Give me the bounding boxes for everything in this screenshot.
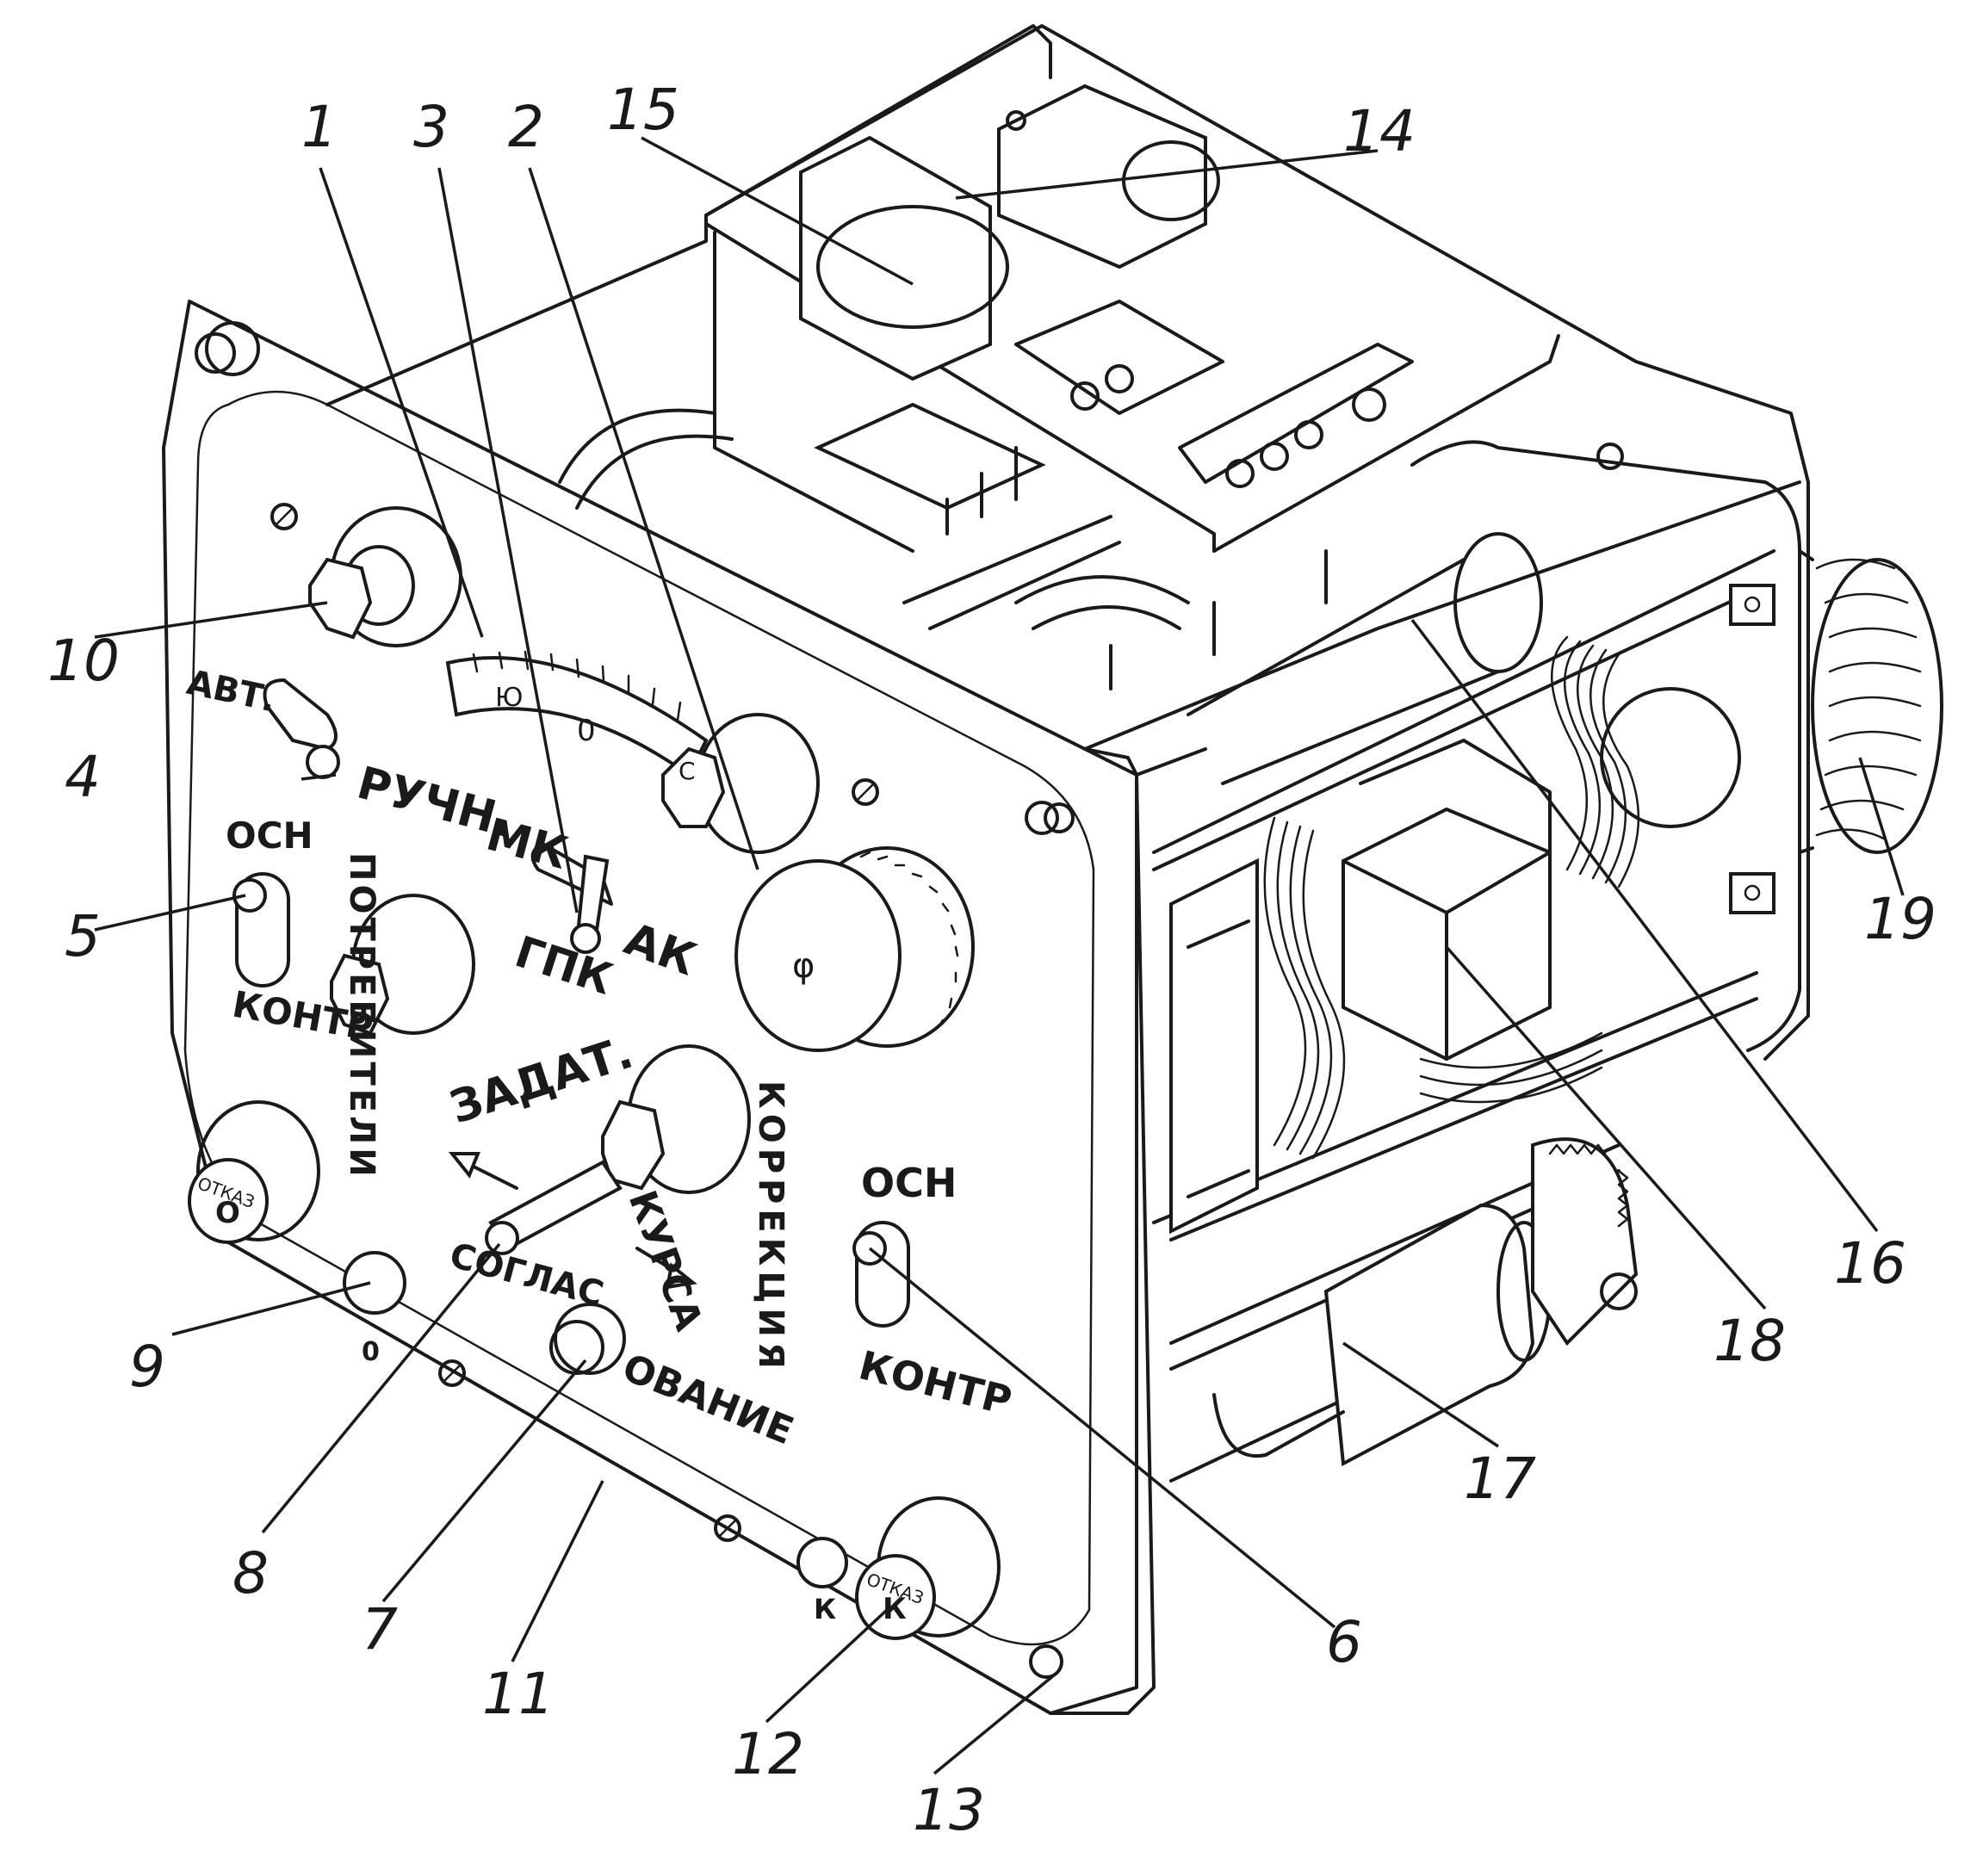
label-phi: φ xyxy=(792,946,815,986)
callout-5: 5 xyxy=(65,903,101,969)
knob-10[interactable] xyxy=(308,506,462,647)
label-ak: АК xyxy=(618,913,703,987)
callout-14: 14 xyxy=(1343,98,1416,164)
label-osn-left: ОСН xyxy=(226,814,313,857)
callout-3: 3 xyxy=(413,94,449,160)
panel-labels: АВТ. РУЧН. МК АК ГПК ОСН КОНТР ПОТРЕБИТЕ… xyxy=(183,663,1016,1626)
label-zadat: ЗАДАТ. xyxy=(443,1027,639,1135)
label-osn-right: ОСН xyxy=(861,1160,957,1206)
label-soglas: СОГЛАС xyxy=(445,1235,607,1315)
callout-lines xyxy=(94,136,1905,1775)
label-nine-zero: 0 xyxy=(362,1337,380,1367)
callout-6: 6 xyxy=(1326,1609,1362,1675)
label-correction: КОРРЕКЦИЯ xyxy=(751,1080,790,1374)
upper-components xyxy=(195,84,1624,833)
callout-11: 11 xyxy=(482,1661,555,1727)
label-gpk: ГПК xyxy=(509,926,618,1005)
connector-19 xyxy=(1798,549,1943,854)
label-scale-zero: 0 xyxy=(577,714,596,748)
fault-lamp-O xyxy=(188,1100,320,1244)
callout-numbers: 1 2 3 4 5 6 7 8 9 10 11 12 13 14 15 16 1… xyxy=(47,77,1937,1843)
callout-8: 8 xyxy=(232,1540,269,1607)
callout-19: 19 xyxy=(1864,886,1937,952)
fault-lamp-K xyxy=(796,1496,1001,1640)
callout-12: 12 xyxy=(732,1721,804,1787)
callout-17: 17 xyxy=(1464,1446,1536,1512)
label-scale-yu: Ю xyxy=(495,683,523,713)
label-k-lamp: К xyxy=(883,1592,907,1626)
callout-13: 13 xyxy=(913,1777,985,1843)
side-block xyxy=(1169,858,1259,1235)
gear-sector xyxy=(1531,1137,1639,1347)
test-button-9[interactable] xyxy=(343,1251,406,1315)
transformer-18 xyxy=(1342,739,1552,1062)
switch-5[interactable] xyxy=(232,872,290,988)
callout-7: 7 xyxy=(362,1596,398,1662)
motor-17 xyxy=(1212,1203,1552,1467)
label-o-mark: О xyxy=(215,1196,240,1230)
housing xyxy=(162,24,1943,1715)
wire-harness xyxy=(1263,635,1741,1160)
callout-15: 15 xyxy=(607,77,679,143)
shaft-8 xyxy=(485,1160,623,1255)
label-k-mark: К xyxy=(814,1593,836,1625)
course-setter-knob[interactable] xyxy=(601,1044,751,1194)
lever-3[interactable] xyxy=(530,842,613,954)
knob-2[interactable] xyxy=(661,713,820,854)
callout-2: 2 xyxy=(508,94,544,160)
consumer-knob[interactable] xyxy=(330,894,475,1036)
callout-1: 1 xyxy=(301,94,338,160)
label-consumers: ПОТРЕБИТЕЛИ xyxy=(342,852,381,1180)
label-avt: АВТ. xyxy=(183,663,279,721)
label-kursa: КУРСА xyxy=(620,1185,711,1336)
callout-18: 18 xyxy=(1713,1308,1786,1374)
callout-4: 4 xyxy=(65,744,101,810)
front-panel xyxy=(188,503,1063,1679)
sync-button-7[interactable] xyxy=(549,1303,626,1375)
label-kontr-right: КОНТР xyxy=(854,1341,1016,1424)
phi-knob-15[interactable] xyxy=(734,846,975,1052)
callout-10: 10 xyxy=(47,628,120,694)
gyro-unit-16 xyxy=(1187,532,1543,785)
callout-9: 9 xyxy=(129,1334,165,1400)
label-scale-s: С xyxy=(679,757,696,785)
callout-16: 16 xyxy=(1834,1230,1906,1297)
